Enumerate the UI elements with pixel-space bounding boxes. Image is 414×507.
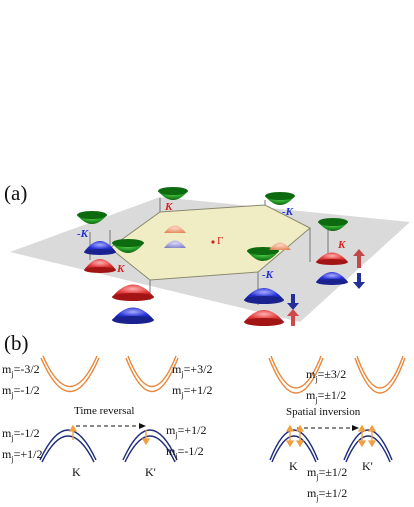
panel-a-label: (a) <box>4 181 28 205</box>
k-label: K <box>72 465 81 479</box>
valley-label: -K <box>77 228 88 240</box>
gamma-label: Γ <box>217 235 224 247</box>
spatial-inversion-label: Spatial inversion <box>286 406 361 418</box>
mj-label-top-left: mj=-3/2 mj=-1/2 <box>2 362 40 400</box>
valley-label: -K <box>282 206 293 218</box>
mj-label-top-right: mj=±3/2 mj=±1/2 <box>306 367 347 405</box>
mj-label-bot-mid: mj=+1/2 mj=-1/2 <box>166 423 207 461</box>
panel-b-label: (b) <box>4 331 29 355</box>
valley-label: K <box>117 263 125 275</box>
conduction-band-cones <box>77 187 348 261</box>
gamma-point-dot <box>211 240 215 244</box>
valley-label: K <box>165 201 173 213</box>
light-hole-bands <box>39 429 393 463</box>
mj-label-bot-right: mj=±1/2 mj=±1/2 <box>307 465 348 503</box>
time-reversal-label: Time reversal <box>74 405 135 417</box>
k-prime-label: K' <box>145 465 156 479</box>
k-prime-label: K' <box>362 459 373 473</box>
valence-band-domes <box>84 225 348 326</box>
valley-label: -K <box>262 269 273 281</box>
small-spin-arrows <box>68 424 377 448</box>
mj-label-top-mid: mj=+3/2 mj=+1/2 <box>172 362 213 400</box>
k-label: K <box>289 459 298 473</box>
mj-label-bot-left: mj=-1/2 mj=+1/2 <box>2 426 43 464</box>
mapping-arrows <box>76 425 353 429</box>
spin-arrows <box>287 249 365 326</box>
valley-label: K <box>338 239 346 251</box>
heavy-hole-bands <box>40 355 406 394</box>
